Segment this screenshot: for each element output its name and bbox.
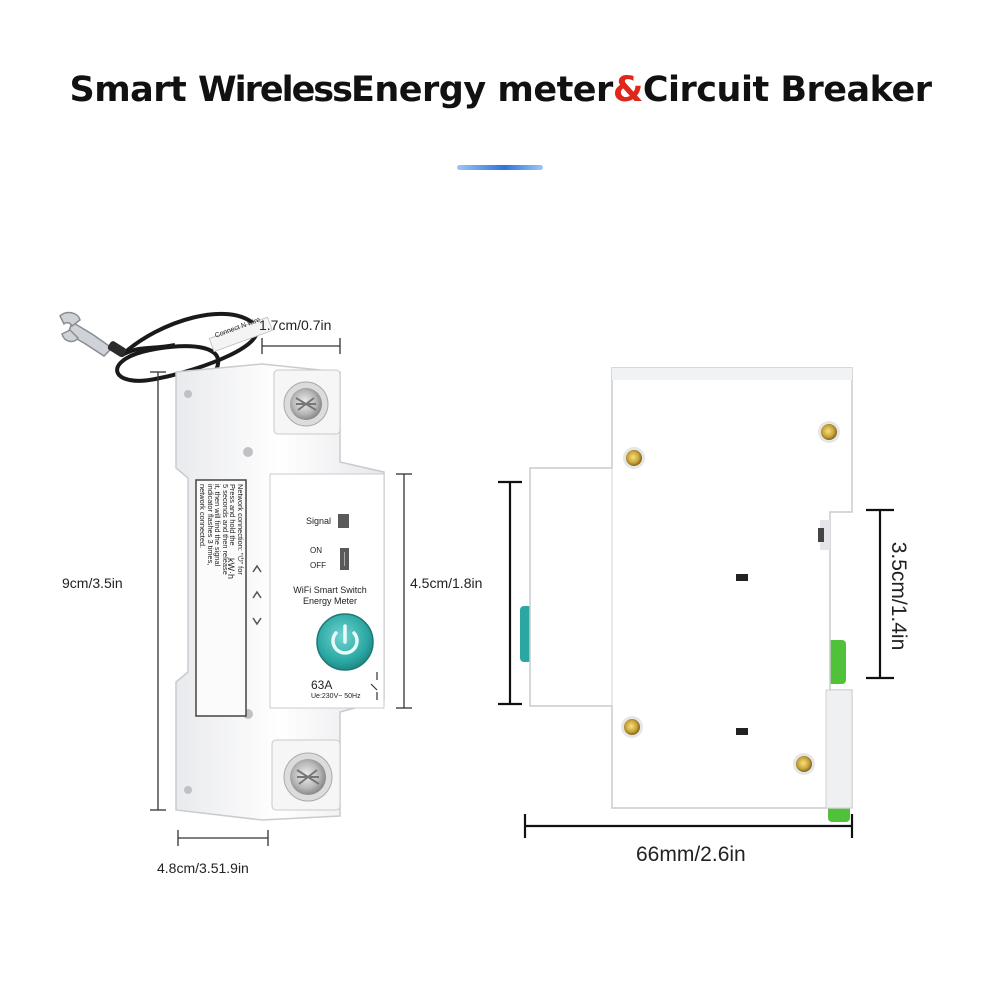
- page-title: Smart WirelessEnergy meter&Circuit Break…: [0, 70, 1001, 110]
- signal-label: Signal: [306, 516, 332, 526]
- title-ampersand: &: [612, 70, 644, 110]
- front-dimension-lines: [150, 338, 412, 846]
- title-part-circuit-breaker: Circuit Breaker: [642, 70, 932, 110]
- model-line-1: WiFi Smart Switch: [293, 585, 367, 595]
- dim-side-height-label: 3.5cm/1.4in: [887, 541, 910, 651]
- power-icon: [331, 624, 359, 655]
- dim-depth-label: 66mm/2.6in: [636, 843, 746, 866]
- title-part-energy-meter: Energy meter: [350, 70, 613, 110]
- side-device: [520, 367, 853, 822]
- dim-top-width-label: 1.7cm/0.7in: [259, 317, 332, 333]
- rating-label: 63A: [311, 678, 333, 692]
- sticker-text: Network connection: "⏻" for Press and ho…: [198, 484, 245, 714]
- sticker-line: 5 seconds and then release: [220, 484, 230, 575]
- brass-rivet-icon: [621, 421, 840, 775]
- on-label: ON: [310, 546, 322, 555]
- sticker-line: Network connection: "⏻" for: [236, 484, 245, 575]
- instruction-sticker: [195, 479, 247, 717]
- sticker-line: it, then will find the signal: [213, 484, 223, 567]
- title-part-wireless: Wireless: [197, 70, 353, 110]
- front-panel: [269, 473, 385, 709]
- fork-terminal-icon: [59, 311, 127, 357]
- sticker-line: network connected.: [198, 484, 208, 549]
- off-label: OFF: [310, 561, 326, 570]
- side-body: [529, 367, 853, 809]
- voltage-label: Ue:230V~ 50Hz: [311, 693, 361, 700]
- title-accent-bar: [457, 165, 543, 170]
- sticker-line: Press and hold the: [228, 484, 238, 546]
- sticker-line: indicator flashes 3 times,: [205, 484, 215, 566]
- dim-panel-height-label: 4.5cm/1.8in: [410, 575, 483, 591]
- dim-bottom-width-label: 4.8cm/3.51.9in: [157, 860, 249, 876]
- side-dimension-lines: [498, 480, 894, 838]
- n-wire: [115, 311, 260, 383]
- signal-indicator: [338, 514, 349, 528]
- green-terminal: [826, 640, 846, 684]
- dim-height-label: 9cm/3.5in: [62, 575, 123, 591]
- model-line-2: Energy Meter: [302, 596, 358, 606]
- title-part-smart: Smart: [69, 70, 198, 110]
- front-device: [59, 311, 385, 821]
